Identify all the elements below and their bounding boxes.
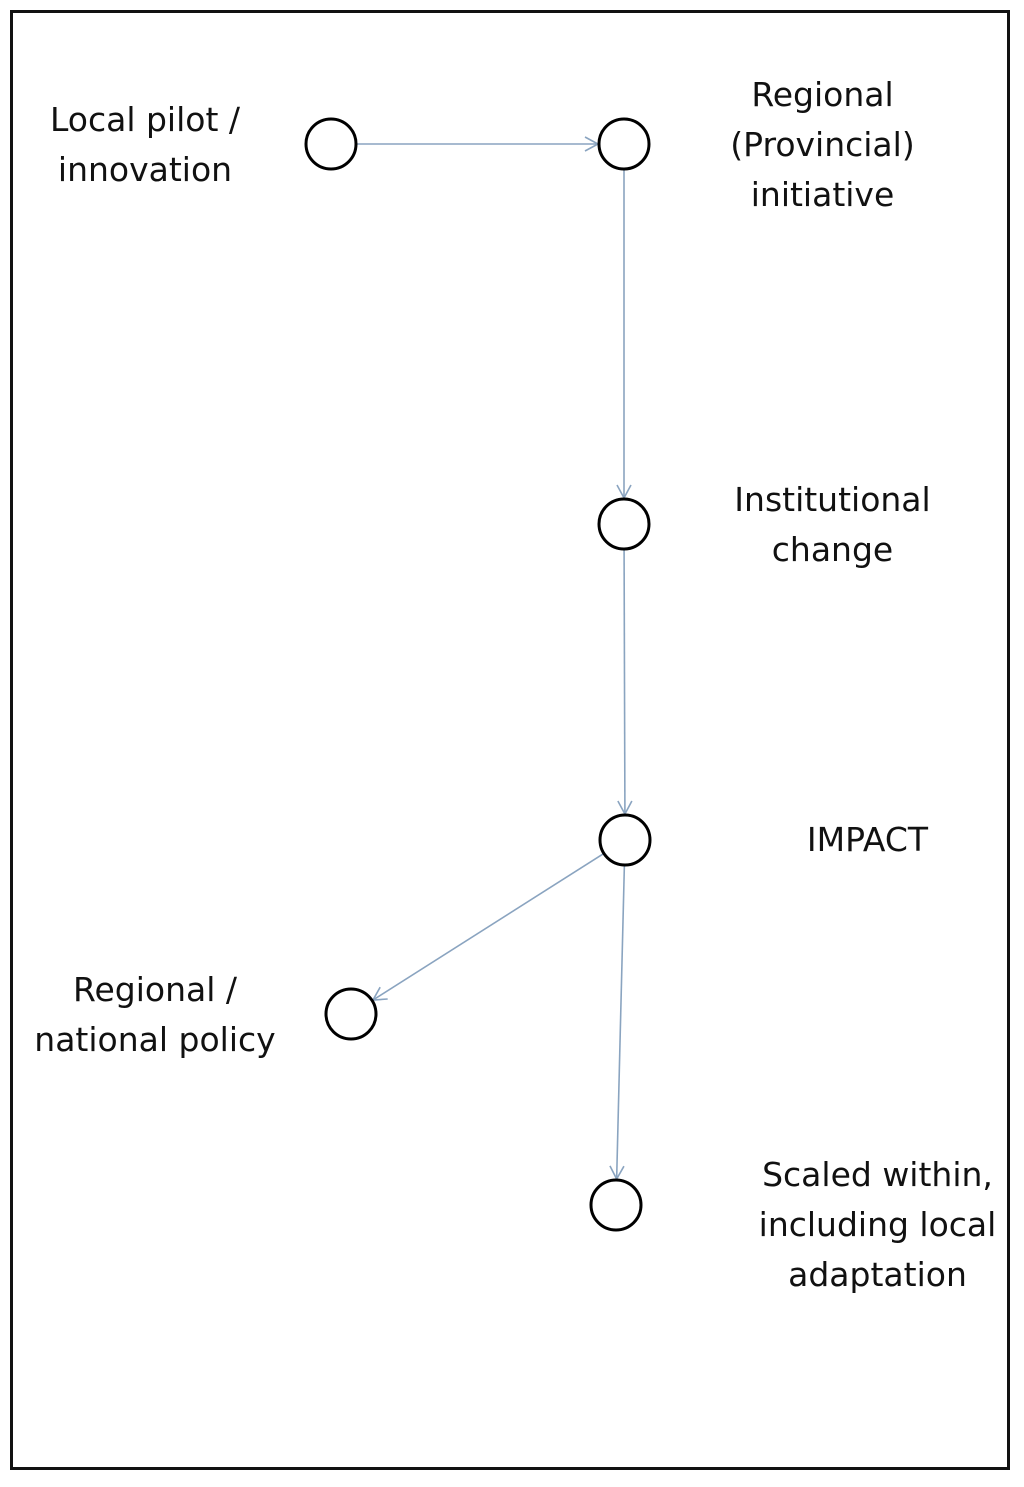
diagram-frame <box>10 10 1010 1470</box>
label-scaled-within: Scaled within, including local adaptatio… <box>750 1150 1005 1300</box>
label-line: national policy <box>34 1020 276 1059</box>
label-line: Local pilot / <box>49 100 241 139</box>
node-impact <box>598 813 652 867</box>
label-line: Regional <box>751 75 894 114</box>
label-regional-initiative: Regional (Provincial) initiative <box>715 70 930 220</box>
label-line: including local <box>758 1205 997 1244</box>
label-regional-national-policy: Regional / national policy <box>25 965 285 1065</box>
label-local-pilot: Local pilot / innovation <box>40 95 250 195</box>
label-line: Institutional <box>734 480 931 519</box>
label-line: change <box>771 530 894 569</box>
label-impact: IMPACT <box>790 815 945 865</box>
label-line: Regional / <box>73 970 237 1009</box>
label-institutional-change: Institutional change <box>720 475 945 575</box>
label-line: initiative <box>750 175 895 214</box>
label-line: (Provincial) <box>730 125 915 164</box>
edge-impact-to-scaled-within <box>609 864 626 1181</box>
label-line: Scaled within, <box>762 1155 993 1194</box>
node-institutional-change <box>597 497 651 551</box>
node-local-pilot <box>304 117 358 171</box>
label-line: adaptation <box>788 1255 967 1294</box>
edge-impact-to-regional-national-policy <box>371 852 605 1001</box>
label-line: IMPACT <box>806 820 929 859</box>
edge-institutional-change-to-impact <box>617 548 633 816</box>
node-regional-initiative <box>597 117 651 171</box>
label-line: innovation <box>57 150 233 189</box>
node-scaled-within <box>589 1178 643 1232</box>
node-regional-national-policy <box>324 987 378 1041</box>
